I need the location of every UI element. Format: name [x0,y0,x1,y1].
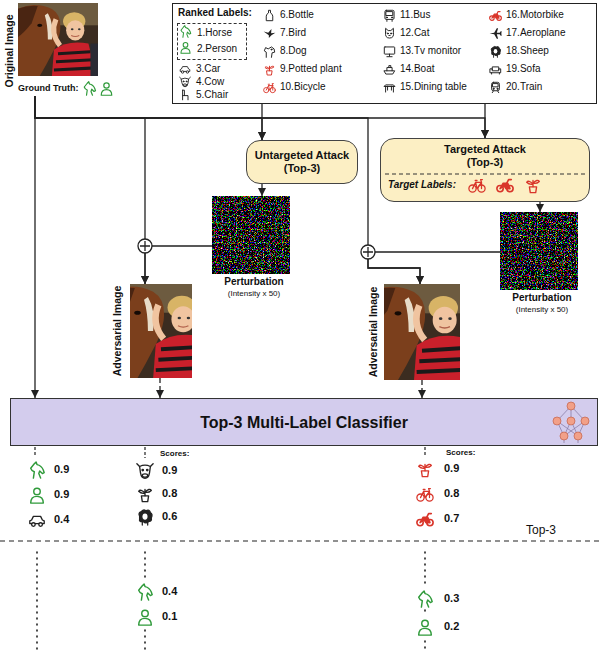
caption-text: Ground Truth: [18,83,79,94]
score-value: 0.4 [54,513,69,526]
label-list-box: Ranked Labels: 3.Car4.Cow5.Chair 6.Bottle 7… [172,3,597,104]
attack-title: Untargeted Attack (Top-3) [250,149,354,175]
score-value: 0.9 [54,488,69,501]
score-heading: Scores: [160,449,189,459]
flow-arrow [34,96,35,398]
class-label: 15.Dining table [400,81,467,93]
class-label: 11.Bus [400,9,430,21]
class-label: 8.Dog [280,45,307,57]
ground-truth-icons [84,82,112,96]
score-value: 0.9 [54,463,69,476]
ranked-label-icons [180,10,502,99]
class-label: 10.Bicycle [280,81,326,93]
classifier-band: Top-3 Multi-Label Classifier [10,398,598,446]
score-value: 0.7 [444,512,459,525]
top3-cutoff-line [0,540,601,541]
panel-caption: Perturbation [215,276,293,288]
sum-symbol [361,245,375,259]
score-value: 0.2 [444,620,459,633]
flow-arrow [539,202,540,212]
class-label: 2.Person [197,43,237,55]
panel-heading: Adversarial Image [367,287,380,377]
attack-box: Untargeted Attack (Top-3) [246,140,358,184]
adversarial-image-panel: Adversarial Image [130,284,192,378]
class-label: 5.Chair [196,89,228,101]
panel-heading: Adversarial Image [111,286,124,376]
class-label: 1.Horse [197,27,232,39]
perturbation-panel: Perturbation(Intensity x 50) [212,196,296,301]
continuation-dots [37,552,425,651]
adversarial-photo [369,284,476,380]
class-label: 14.Boat [400,63,434,75]
class-label: 4.Cow [196,76,224,88]
flow-arrow [35,96,145,284]
attack-box: Targeted Attack (Top-3) Target Labels: [380,138,590,202]
panel-subcaption: (Intensity x 50) [503,305,581,315]
score-value: 0.1 [162,610,177,623]
class-label: 13.Tv monitor [400,45,461,57]
network-icon [553,402,589,443]
panel-caption: Perturbation [503,292,581,304]
class-label: 7.Bird [280,27,306,39]
original-photo [17,3,98,76]
class-label: 18.Sheep [506,45,549,57]
class-label: 17.Aeroplane [506,27,566,39]
output-stubs [35,447,425,458]
flow-arrow [484,104,485,138]
section-divider [385,174,585,175]
score-icons [30,462,433,635]
class-label: 19.Sofa [506,63,540,75]
class-label: 16.Motorbike [506,9,564,21]
flow-arrow [261,104,262,140]
class-label: 6.Bottle [280,9,314,21]
score-value: 0.6 [162,510,177,523]
panel-subcaption: (Intensity x 50) [215,289,293,299]
cutoff-label: Top-3 [526,523,556,537]
sum-symbol [138,239,152,253]
adversarial-image-panel: Adversarial Image [384,284,460,380]
score-value: 0.8 [162,487,177,500]
score-value: 0.9 [444,462,459,475]
flow-arrow [261,184,262,196]
class-label: 3.Car [196,63,220,75]
classifier-title: Top-3 Multi-Label Classifier [154,413,454,432]
flow-arrow [35,96,420,284]
attack-title: Targeted Attack (Top-3) [430,143,540,169]
perturbation-noise [212,196,290,274]
flow-arrow [145,246,212,284]
class-label: 20.Train [506,81,542,93]
adversarial-photo [109,284,213,378]
panel-heading: Original Image [3,15,16,88]
flow-arrow [159,378,160,398]
box-heading: Ranked Labels: [178,7,252,19]
score-value: 0.8 [444,487,459,500]
target-label-icons [469,180,539,193]
class-label: 9.Potted plant [280,63,342,75]
score-value: 0.4 [162,585,177,598]
score-heading: Scores: [446,448,475,458]
score-value: 0.3 [444,592,459,605]
score-value: 0.9 [162,464,177,477]
perturbation-noise [500,212,578,290]
class-label: 12.Cat [400,27,429,39]
perturbation-panel: Perturbation(Intensity x 50) [500,212,584,317]
image-panel: Original ImageGround Truth: [18,3,98,96]
flow-arrow [421,380,422,398]
highlight-box: 1.Horse 2.Person [177,23,247,60]
target-heading: Target Labels: [388,179,456,191]
